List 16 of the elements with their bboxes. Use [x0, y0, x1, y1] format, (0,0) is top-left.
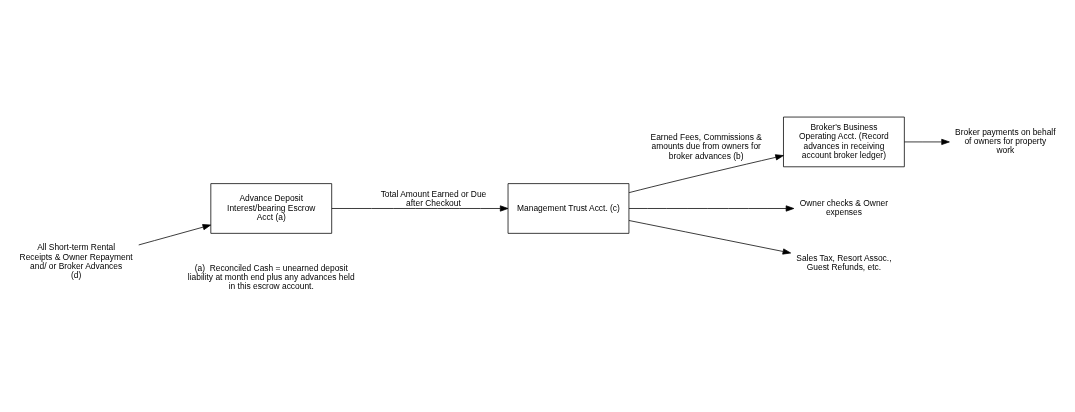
node-box: Management Trust Acct. (c): [507, 183, 630, 234]
label: (a) Reconciled Cash = unearned deposit liability at month end plus any advances held in this escrow account.: [187, 263, 355, 292]
arrow: [628, 220, 792, 255]
node-text: Broker payments on behalf of owners for property work: [955, 126, 1056, 156]
node-text: Owner checks & Owner expenses: [799, 198, 889, 218]
node-text: All Short-term Rental Receipts & Owner Repayment and/ or Broker Advances (d): [19, 242, 133, 280]
arrow: [331, 205, 509, 212]
arrow: [138, 224, 211, 246]
edge-label: Earned Fees, Commissions & amounts due from owners for broker advances (b): [650, 132, 762, 161]
node-text: Sales Tax, Resort Assoc., Guest Refunds, etc.: [796, 253, 892, 273]
node-box: Advance Deposit Interest/bearing Escrow Acct (a): [210, 183, 333, 234]
arrow: [628, 154, 784, 193]
edge-label: Total Amount Earned or Due after Checkout: [380, 188, 487, 209]
node-box: Broker's Business Operating Acct. (Record advances in receiving account broker ledger): [783, 116, 905, 168]
arrow: [904, 138, 950, 145]
arrow: [628, 205, 795, 212]
